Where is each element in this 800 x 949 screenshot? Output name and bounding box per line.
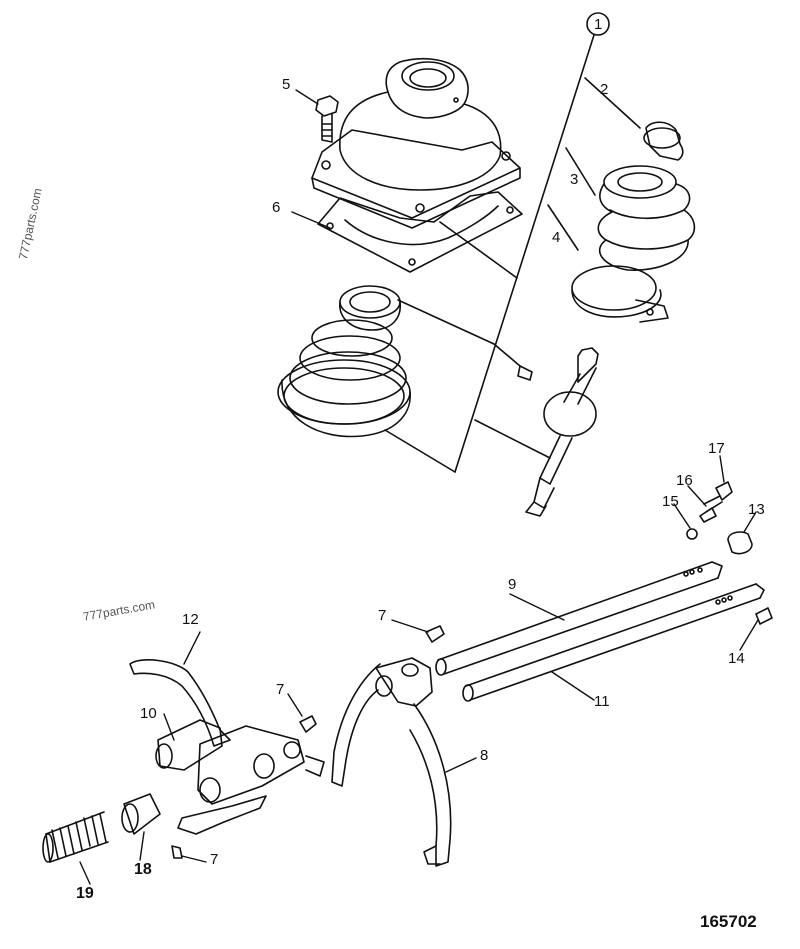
spring-part-19 bbox=[42, 811, 109, 863]
callout-10: 10 bbox=[140, 705, 157, 722]
callout-15: 15 bbox=[662, 493, 679, 510]
callout-9: 9 bbox=[508, 576, 517, 593]
selector-fork-12 bbox=[129, 659, 231, 747]
detent-pin-7-top bbox=[299, 715, 317, 733]
callout-3: 3 bbox=[570, 171, 579, 188]
sleeve-part-18 bbox=[121, 793, 161, 835]
callout-7-lower: 7 bbox=[210, 851, 219, 868]
drawing-reference-number: 165702 bbox=[700, 912, 757, 931]
callout-16: 16 bbox=[676, 472, 693, 489]
callout-18: 18 bbox=[134, 861, 152, 878]
gear-lever bbox=[517, 347, 599, 517]
callout-5: 5 bbox=[282, 76, 291, 93]
detent-pin-7-mid bbox=[425, 625, 445, 643]
callout-17: 17 bbox=[708, 440, 725, 457]
callout-11: 11 bbox=[594, 693, 610, 710]
small-parts-right bbox=[686, 481, 753, 555]
selector-rod-11 bbox=[462, 583, 765, 702]
callout-7-middle: 7 bbox=[276, 681, 285, 698]
selector-fork-8 bbox=[331, 657, 452, 867]
callout-6: 6 bbox=[272, 199, 281, 216]
callout-1: 1 bbox=[594, 16, 603, 33]
callout-12: 12 bbox=[182, 611, 199, 628]
callout-14: 14 bbox=[728, 650, 745, 667]
callout-19: 19 bbox=[76, 885, 94, 902]
set-screw-14 bbox=[755, 607, 773, 625]
leader-lines bbox=[79, 89, 759, 885]
spring-assembly bbox=[277, 285, 411, 438]
callout-7-upper: 7 bbox=[378, 607, 387, 624]
callout-13: 13 bbox=[748, 501, 765, 518]
callout-8: 8 bbox=[480, 747, 489, 764]
boot-part-3 bbox=[571, 121, 696, 323]
callout-2: 2 bbox=[600, 81, 609, 98]
selector-rod-9 bbox=[435, 561, 723, 676]
gaiter-part-5 bbox=[311, 57, 521, 229]
selector-body-10 bbox=[155, 719, 325, 835]
detent-pin-7-bottom bbox=[171, 845, 183, 859]
callout-4: 4 bbox=[552, 229, 561, 246]
callout-1-leader bbox=[384, 12, 641, 473]
